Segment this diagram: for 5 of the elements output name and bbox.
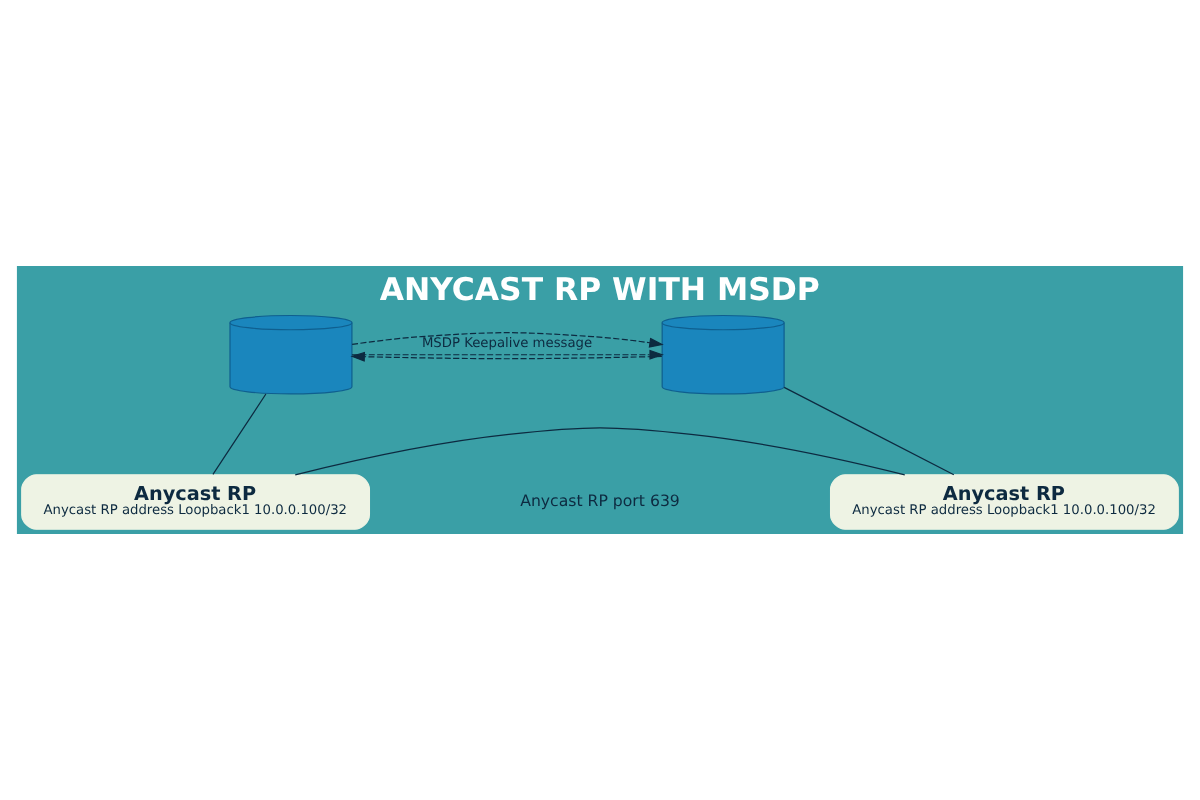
connector: [294, 427, 906, 476]
connector: [783, 386, 955, 476]
diagram-title: ANYCAST RP WITH MSDP: [379, 269, 820, 308]
connector: [212, 393, 267, 475]
arrow: [351, 332, 664, 348]
